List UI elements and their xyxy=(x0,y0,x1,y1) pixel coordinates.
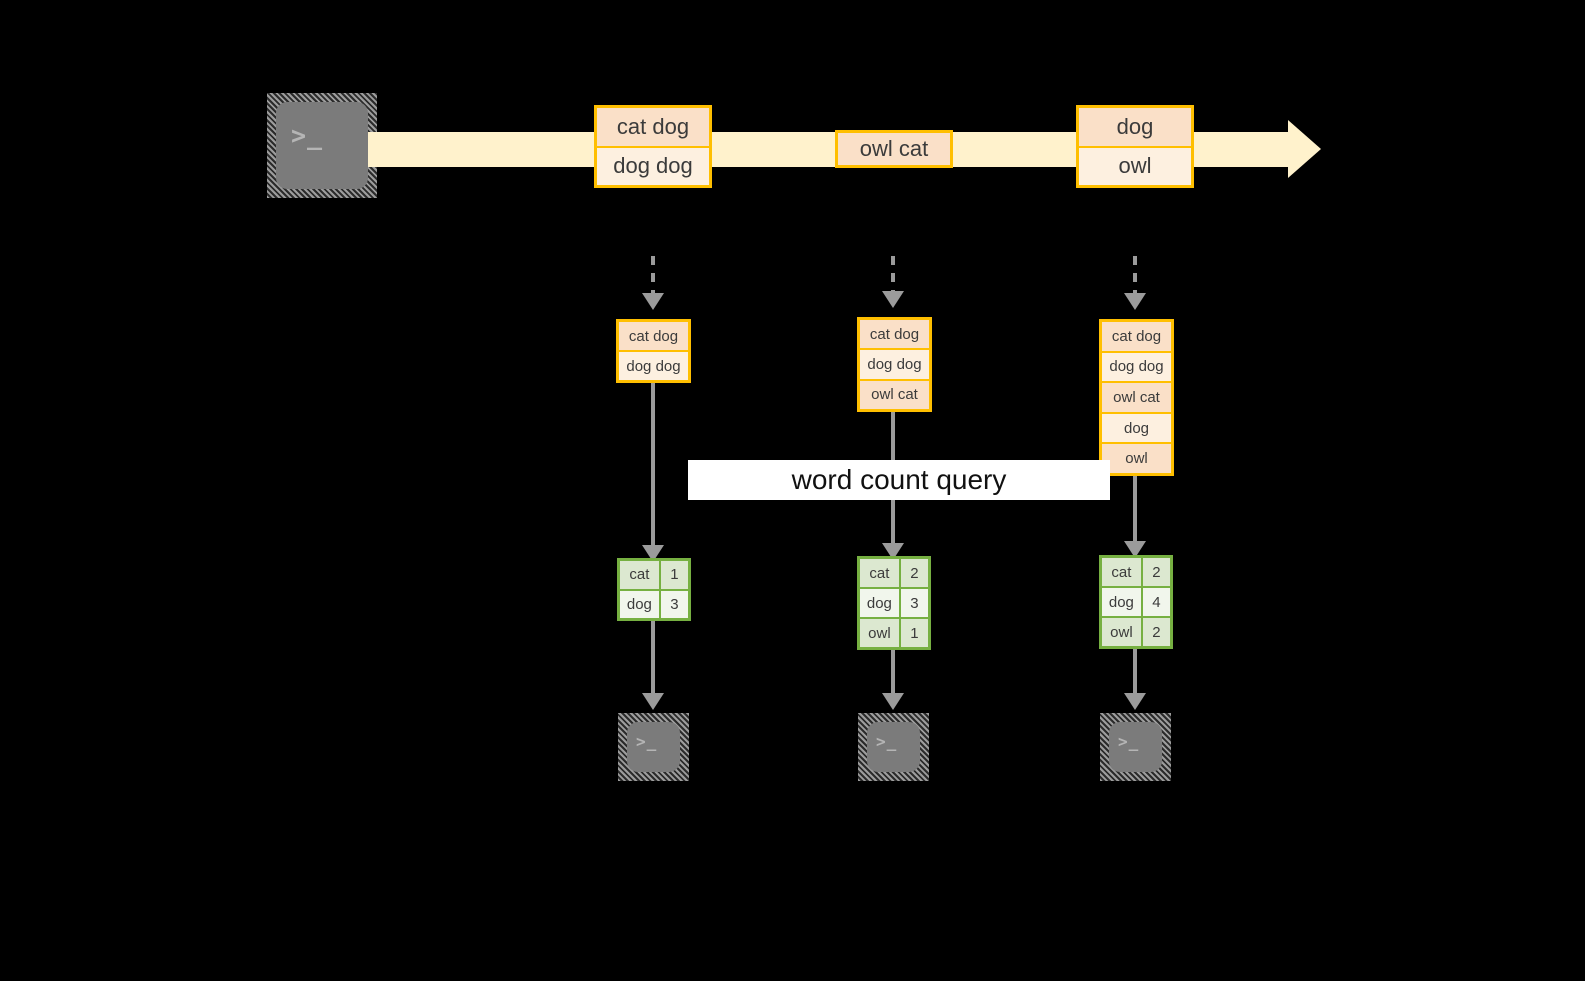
snapshot-1-accumulated-box[interactable]: cat dog dog dog xyxy=(616,319,691,383)
table-row[interactable]: cat 2 xyxy=(1102,558,1170,586)
snapshot-2-sink-connector xyxy=(891,650,895,700)
snapshot-3-result-count-3: 2 xyxy=(1142,618,1170,646)
snapshot-2-accumulated-line-2: dog dog xyxy=(860,348,929,379)
stream-event-1[interactable]: cat dog dog dog xyxy=(594,105,712,188)
snapshot-3-accumulated-line-1: cat dog xyxy=(1102,322,1171,351)
stream-event-2-line-1: owl cat xyxy=(838,133,950,165)
stream-event-1-line-1: cat dog xyxy=(597,108,709,146)
snapshot-3-result-count-1: 2 xyxy=(1142,558,1170,586)
snapshot-3-query-connector xyxy=(1133,476,1137,547)
snapshot-3-dashed-arrowhead xyxy=(1124,293,1146,310)
source-terminal-icon: >_ xyxy=(267,93,377,198)
snapshot-2-result-word-1: cat xyxy=(860,559,901,587)
snapshot-1-dashed-connector xyxy=(651,256,655,296)
snapshot-1-sink-connector xyxy=(651,621,655,699)
snapshot-1-result-count-2: 3 xyxy=(660,590,688,618)
snapshot-3-result-table[interactable]: cat 2 dog 4 owl 2 xyxy=(1099,555,1173,649)
table-row[interactable]: dog 3 xyxy=(860,587,928,617)
snapshot-1-accumulated-line-2: dog dog xyxy=(619,350,688,380)
snapshot-3-dashed-connector xyxy=(1133,256,1137,296)
snapshot-2-result-count-2: 3 xyxy=(900,589,928,617)
snapshot-1-dashed-arrowhead xyxy=(642,293,664,310)
table-row[interactable]: dog 4 xyxy=(1102,586,1170,616)
snapshot-2-accumulated-line-3: owl cat xyxy=(860,378,929,409)
snapshot-3-accumulated-box[interactable]: cat dog dog dog owl cat dog owl xyxy=(1099,319,1174,476)
snapshot-1-query-arrowhead xyxy=(642,545,664,562)
snapshot-2-result-count-1: 2 xyxy=(900,559,928,587)
snapshot-3-accumulated-line-2: dog dog xyxy=(1102,350,1171,382)
snapshot-3-result-word-2: dog xyxy=(1102,588,1143,616)
snapshot-3-sink-terminal-icon: >_ xyxy=(1100,713,1171,781)
table-row[interactable]: cat 2 xyxy=(860,559,928,587)
snapshot-3-result-count-2: 4 xyxy=(1142,588,1170,616)
snapshot-2-result-table[interactable]: cat 2 dog 3 owl 1 xyxy=(857,556,931,650)
snapshot-1-result-word-2: dog xyxy=(620,590,661,618)
stream-event-3-line-1: dog xyxy=(1079,108,1191,146)
snapshot-1-sink-terminal-icon: >_ xyxy=(618,713,689,781)
snapshot-2-result-word-3: owl xyxy=(860,619,901,647)
word-count-query-label: word count query xyxy=(688,460,1110,500)
stream-event-1-line-2: dog dog xyxy=(597,145,709,185)
snapshot-3-accumulated-line-3: owl cat xyxy=(1102,381,1171,412)
snapshot-1-result-table[interactable]: cat 1 dog 3 xyxy=(617,558,691,621)
snapshot-1-sink-arrowhead xyxy=(642,693,664,710)
snapshot-2-query-arrowhead xyxy=(882,543,904,560)
snapshot-3-sink-terminal-body: >_ xyxy=(1109,722,1162,772)
snapshot-2-dashed-arrowhead xyxy=(882,291,904,308)
table-row[interactable]: owl 1 xyxy=(860,617,928,647)
snapshot-1-sink-terminal-body: >_ xyxy=(627,722,680,772)
snapshot-3-accumulated-line-4: dog xyxy=(1102,411,1171,443)
snapshot-3-result-word-1: cat xyxy=(1102,558,1143,586)
snapshot-2-sink-terminal-icon: >_ xyxy=(858,713,929,781)
snapshot-1-query-connector xyxy=(651,383,655,551)
source-terminal-prompt: >_ xyxy=(291,121,324,150)
snapshot-3-accumulated-line-5: owl xyxy=(1102,442,1171,473)
snapshot-2-dashed-connector xyxy=(891,256,895,294)
event-stream-arrowhead xyxy=(1288,120,1321,178)
snapshot-1-result-word-1: cat xyxy=(620,561,661,589)
snapshot-2-sink-terminal-prompt: >_ xyxy=(876,732,898,751)
snapshot-3-sink-arrowhead xyxy=(1124,693,1146,710)
source-terminal-body: >_ xyxy=(276,102,368,189)
table-row[interactable]: owl 2 xyxy=(1102,616,1170,646)
stream-event-2[interactable]: owl cat xyxy=(835,130,953,168)
snapshot-2-sink-arrowhead xyxy=(882,693,904,710)
snapshot-3-query-arrowhead xyxy=(1124,541,1146,558)
snapshot-2-result-count-3: 1 xyxy=(900,619,928,647)
snapshot-3-result-word-3: owl xyxy=(1102,618,1143,646)
snapshot-2-result-word-2: dog xyxy=(860,589,901,617)
snapshot-1-sink-terminal-prompt: >_ xyxy=(636,732,658,751)
stream-event-3[interactable]: dog owl xyxy=(1076,105,1194,188)
snapshot-3-sink-terminal-prompt: >_ xyxy=(1118,732,1140,751)
snapshot-3-sink-connector xyxy=(1133,649,1137,700)
table-row[interactable]: cat 1 xyxy=(620,561,688,589)
table-row[interactable]: dog 3 xyxy=(620,588,688,618)
stream-event-3-line-2: owl xyxy=(1079,145,1191,185)
snapshot-2-accumulated-line-1: cat dog xyxy=(860,320,929,349)
snapshot-1-result-count-1: 1 xyxy=(660,561,688,589)
snapshot-2-sink-terminal-body: >_ xyxy=(867,722,920,772)
snapshot-1-accumulated-line-1: cat dog xyxy=(619,322,688,350)
snapshot-2-accumulated-box[interactable]: cat dog dog dog owl cat xyxy=(857,317,932,412)
